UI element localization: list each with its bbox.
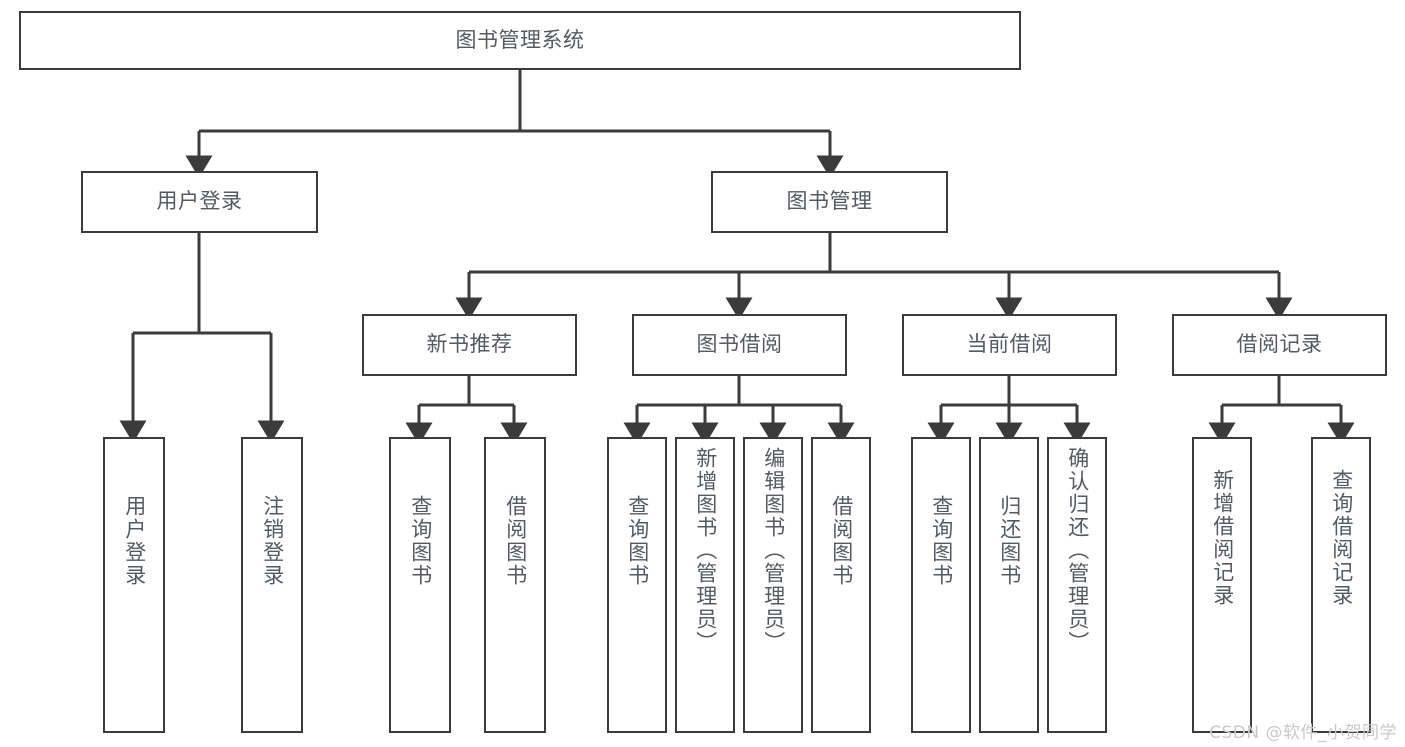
leaf-user-login[interactable]: 用户登录	[103, 437, 165, 733]
node-new-book-recommend[interactable]: 新书推荐	[362, 314, 577, 376]
node-label: 用户登录	[122, 495, 147, 587]
node-label: 注销登录	[260, 495, 285, 587]
leaf-add-book-admin[interactable]: 新增图书（管理员）	[675, 437, 735, 733]
node-label: 用户登录	[156, 189, 243, 214]
leaf-query-book-current[interactable]: 查询图书	[911, 437, 971, 733]
leaf-edit-book-admin[interactable]: 编辑图书（管理员）	[743, 437, 803, 733]
leaf-return-book[interactable]: 归还图书	[979, 437, 1039, 733]
node-label: 当前借阅	[966, 332, 1053, 357]
node-label: 图书管理	[786, 189, 873, 214]
node-label: 图书管理系统	[455, 27, 585, 52]
node-label: 新增图书（管理员）	[693, 447, 718, 654]
node-book-management[interactable]: 图书管理	[711, 171, 948, 233]
node-label: 查询图书	[929, 495, 954, 587]
node-label: 借阅图书	[503, 495, 528, 587]
watermark-text: CSDN @软件_小贺同学	[1209, 723, 1397, 743]
leaf-confirm-return-admin[interactable]: 确认归还（管理员）	[1047, 437, 1107, 733]
leaf-query-book-borrow[interactable]: 查询图书	[607, 437, 667, 733]
leaf-add-borrow-record[interactable]: 新增借阅记录	[1192, 437, 1252, 733]
node-root-system[interactable]: 图书管理系统	[19, 11, 1021, 70]
node-label: 借阅记录	[1236, 332, 1323, 357]
leaf-borrow-book[interactable]: 借阅图书	[811, 437, 871, 733]
node-label: 查询图书	[408, 495, 433, 587]
node-label: 借阅图书	[829, 495, 854, 587]
node-borrow-record[interactable]: 借阅记录	[1172, 314, 1387, 376]
node-label: 编辑图书（管理员）	[761, 447, 786, 654]
node-label: 查询图书	[625, 495, 650, 587]
node-book-borrow[interactable]: 图书借阅	[632, 314, 847, 376]
node-label: 归还图书	[997, 495, 1022, 587]
leaf-query-book-recommend[interactable]: 查询图书	[389, 437, 451, 733]
leaf-query-borrow-record[interactable]: 查询借阅记录	[1311, 437, 1371, 733]
leaf-logout[interactable]: 注销登录	[241, 437, 303, 733]
node-label: 确认归还（管理员）	[1065, 447, 1090, 654]
node-current-borrow[interactable]: 当前借阅	[902, 314, 1117, 376]
node-label: 新书推荐	[426, 332, 513, 357]
node-label: 新增借阅记录	[1210, 469, 1235, 607]
leaf-borrow-book-recommend[interactable]: 借阅图书	[484, 437, 546, 733]
node-label: 查询借阅记录	[1329, 469, 1354, 607]
node-label: 图书借阅	[696, 332, 783, 357]
node-user-login[interactable]: 用户登录	[81, 171, 318, 233]
